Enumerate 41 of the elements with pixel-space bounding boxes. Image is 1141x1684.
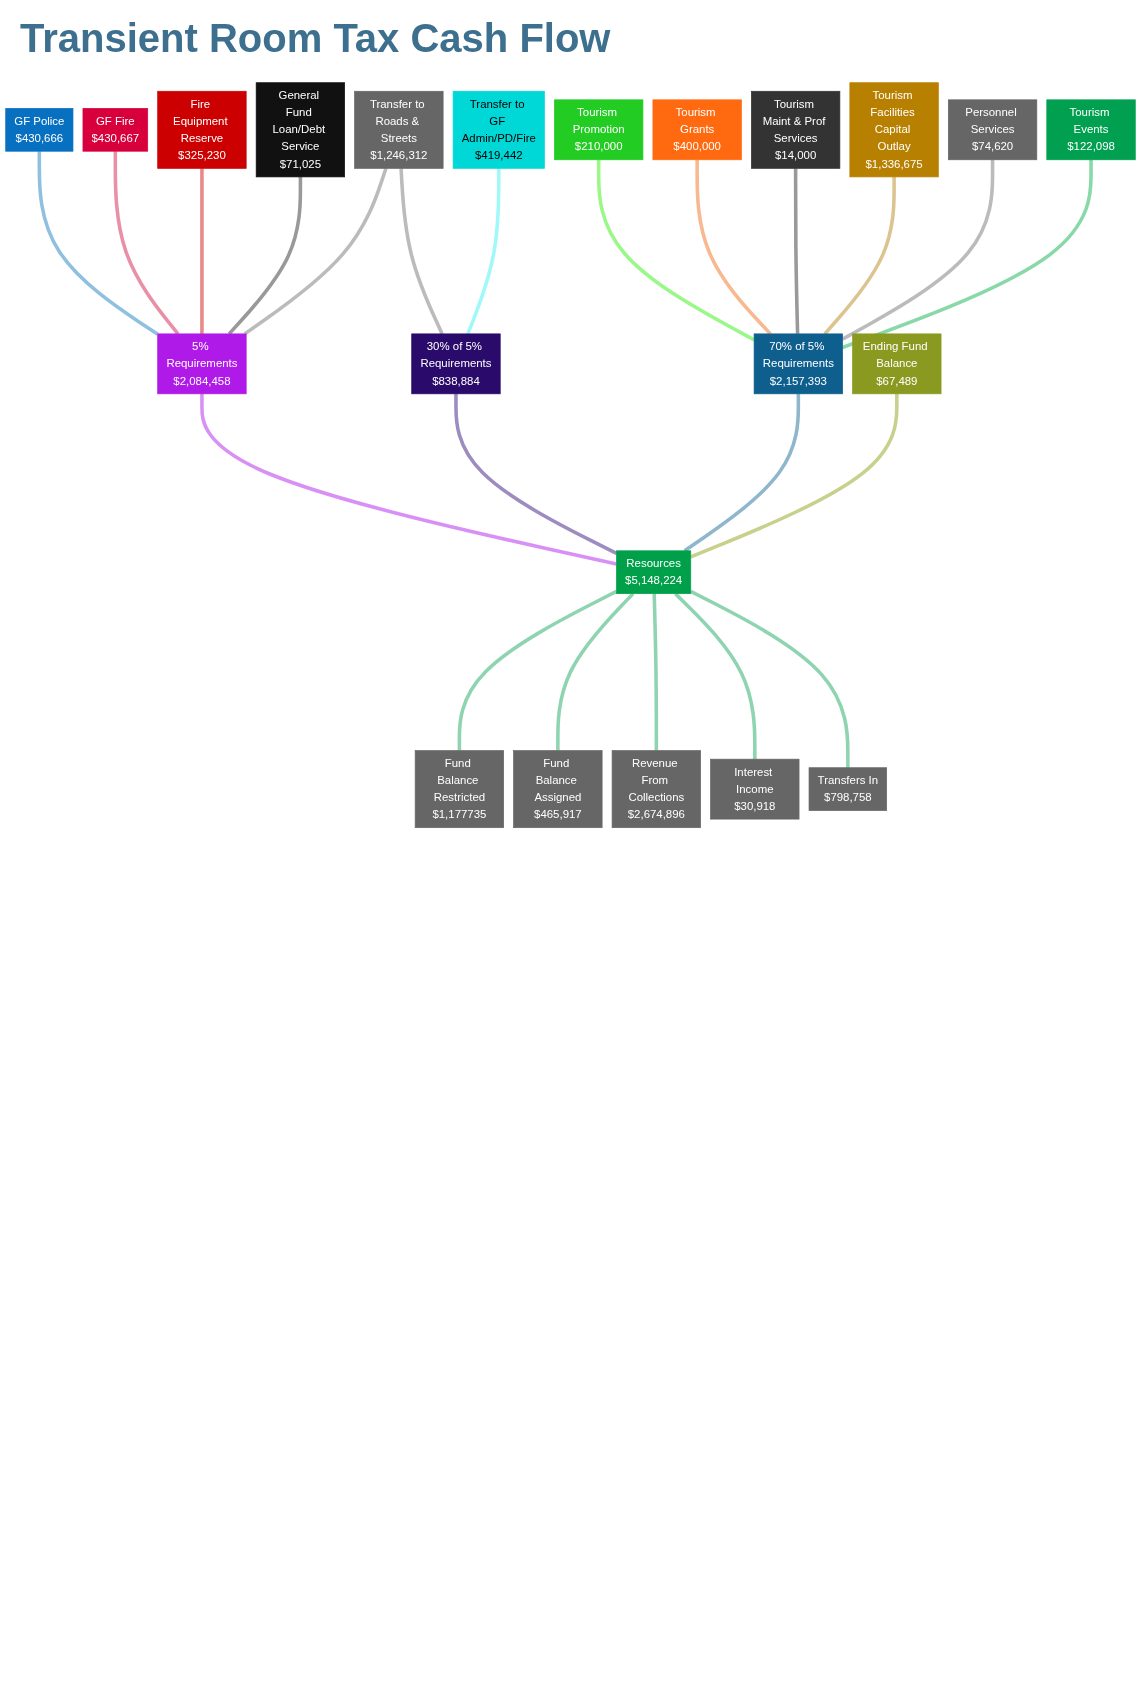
connector: [399, 168, 444, 335]
node-box: Fund Balance Restricted $1,177735: [414, 750, 504, 829]
connector: [690, 393, 899, 559]
node-box: Resources $5,148,224: [616, 550, 692, 594]
node-box: 5% Requirements $2,084,458: [157, 333, 247, 395]
connector: [200, 393, 617, 566]
node-box: Interest Income $30,918: [710, 758, 800, 820]
node-box: GF Police $430,666: [5, 108, 74, 152]
node-box: Transfer to GF Admin/PD/Fire $419,442: [452, 90, 545, 169]
connector: [556, 592, 635, 751]
connector: [841, 159, 1093, 350]
connector: [243, 167, 388, 336]
node-box: General Fund Loan/Debt Service $71,025: [255, 82, 345, 178]
node-box: Transfer to Roads & Streets $1,246,312: [354, 90, 444, 169]
connector: [652, 593, 659, 751]
node-box: Revenue From Collections $2,674,896: [611, 750, 701, 829]
node-box: Personnel Services $74,620: [947, 99, 1038, 161]
connector: [200, 168, 204, 334]
node-box: 30% of 5% Requirements $838,884: [411, 333, 501, 395]
node-box: 70% of 5% Requirements $2,157,393: [753, 333, 843, 395]
node-box: Tourism Facilities Capital Outlay $1,336,675: [849, 82, 939, 178]
node-box: Tourism Maint & Prof Services $14,000: [751, 90, 841, 169]
connector: [37, 151, 159, 336]
connector: [113, 151, 180, 335]
connector: [793, 168, 800, 334]
connector: [841, 159, 995, 341]
node-box: GF Fire $430,667: [82, 108, 149, 152]
title: Transient Room Tax Cash Flow: [20, 16, 612, 61]
connector: [454, 393, 618, 556]
connector: [596, 159, 755, 342]
node-box: Fire Equipment Reserve $325,230: [157, 90, 247, 169]
connector: [674, 592, 757, 760]
node-box: Tourism Grants $400,000: [652, 99, 742, 161]
node-box: Tourism Promotion $210,000: [554, 99, 644, 161]
node-box: Ending Fund Balance $67,489: [852, 333, 942, 395]
connector: [689, 589, 850, 768]
node-box: Tourism Events $122,098: [1046, 99, 1136, 161]
node-box: Transfers In $798,758: [808, 767, 887, 811]
connector: [457, 589, 618, 751]
connector: [466, 168, 501, 335]
node-box: Fund Balance Assigned $465,917: [513, 750, 603, 829]
